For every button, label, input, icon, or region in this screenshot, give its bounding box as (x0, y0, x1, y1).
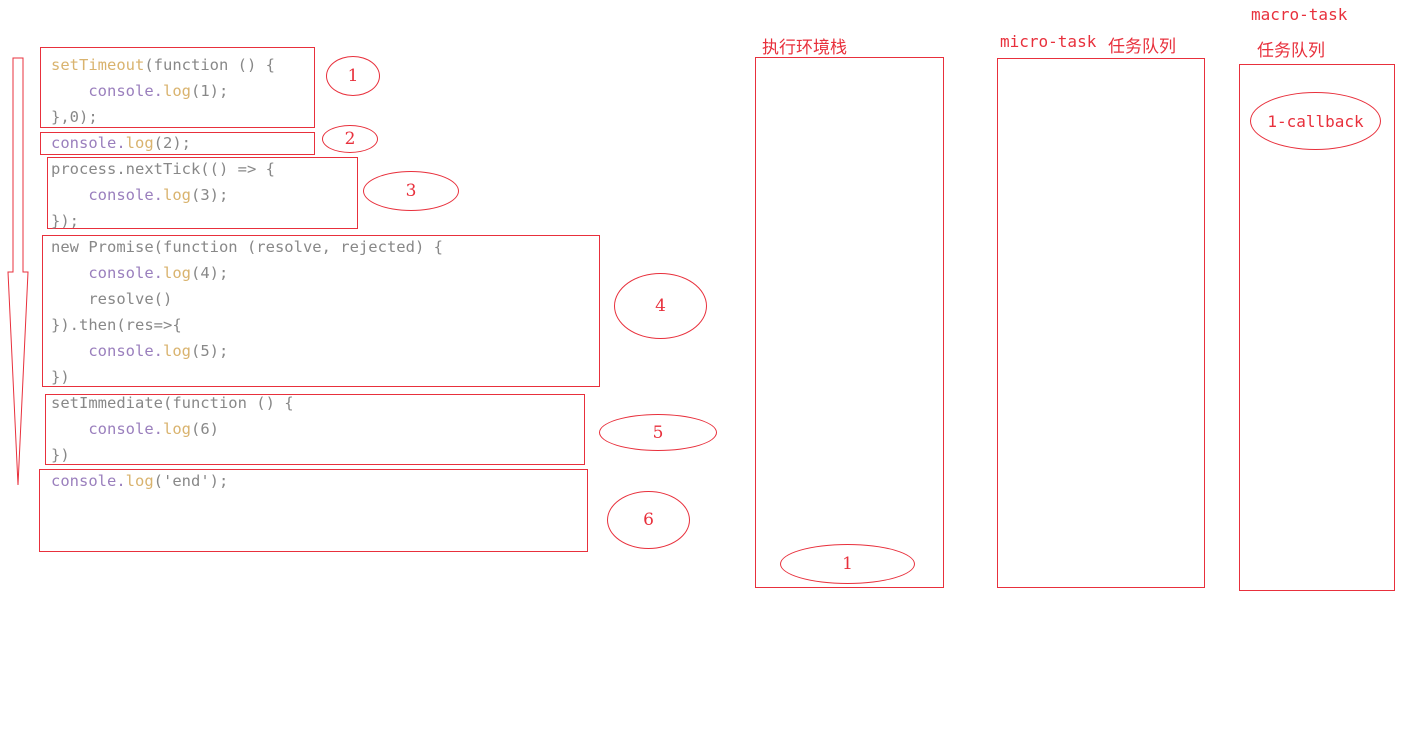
step-marker-1: 1 (326, 56, 380, 96)
step-marker-6: 6 (607, 491, 690, 549)
step-marker-4: 4 (614, 273, 707, 339)
micro-queue-title-latin: micro-task (1000, 32, 1097, 51)
code-box-promise (42, 235, 600, 387)
code-line: setImmediate(function () { (51, 390, 294, 416)
code-line: console.log('end'); (51, 468, 228, 494)
code-keyword: log (162, 264, 191, 282)
call-stack-title: 执行环境栈 (762, 38, 847, 58)
code-text: (6) (190, 420, 219, 438)
code-line: console.log(5); (51, 338, 443, 364)
code-box-setimmediate (45, 394, 585, 465)
code-object: console. (51, 134, 126, 152)
code-object: console. (88, 420, 163, 438)
code-line: console.log(6) (51, 416, 294, 442)
code-box-settimeout (40, 47, 315, 128)
code-line: resolve() (51, 286, 443, 312)
code-text: new Promise(function (resolve, rejected)… (51, 238, 443, 256)
macro-queue-item: 1-callback (1250, 92, 1381, 150)
code-box-nexttick (47, 157, 358, 229)
code-keyword: log (125, 472, 154, 490)
code-line: },0); (51, 104, 275, 130)
code-text: setImmediate(function () { (51, 394, 294, 412)
code-end: console.log('end'); (51, 468, 228, 494)
code-text: ('end'); (153, 472, 229, 490)
code-text: }) (51, 446, 70, 464)
macro-queue-title-cjk: 任务队列 (1257, 41, 1325, 61)
micro-queue-column (997, 58, 1205, 588)
code-line: new Promise(function (resolve, rejected)… (51, 234, 443, 260)
code-text: (1); (190, 82, 229, 100)
code-text: }); (51, 212, 79, 230)
code-nexttick: process.nextTick(() => { console.log(3);… (51, 156, 275, 234)
code-keyword: log (162, 342, 191, 360)
code-text: (2); (153, 134, 191, 152)
code-text: process.nextTick(() => { (51, 160, 275, 178)
code-object: console. (88, 264, 163, 282)
code-text: }) (51, 368, 70, 386)
code-text: (3); (190, 186, 229, 204)
code-log2: console.log(2); (51, 130, 191, 156)
step-marker-5: 5 (599, 414, 717, 451)
code-keyword: log (125, 134, 154, 152)
code-line: console.log(3); (51, 182, 275, 208)
code-line: process.nextTick(() => { (51, 156, 275, 182)
code-line: setTimeout(function () { (51, 52, 275, 78)
code-text: }).then(res=>{ (51, 316, 182, 334)
code-object: console. (51, 472, 126, 490)
code-object: console. (88, 82, 163, 100)
code-promise: new Promise(function (resolve, rejected)… (51, 234, 443, 390)
execution-flow-arrow (7, 57, 29, 486)
code-object: console. (88, 186, 163, 204)
step-marker-3: 3 (363, 171, 459, 211)
call-stack-column (755, 57, 944, 588)
code-text (51, 82, 88, 100)
code-object: console. (88, 342, 163, 360)
code-text: resolve() (51, 290, 173, 308)
code-text (51, 420, 88, 438)
code-keyword: log (162, 82, 191, 100)
code-text: (5); (190, 342, 229, 360)
code-line: }).then(res=>{ (51, 312, 443, 338)
code-line: console.log(2); (51, 130, 191, 156)
step-marker-2: 2 (322, 125, 378, 153)
code-box-log2 (40, 132, 315, 155)
code-keyword: log (162, 420, 191, 438)
macro-queue-column (1239, 64, 1395, 591)
code-keyword: setTimeout (51, 56, 145, 74)
code-text (51, 186, 88, 204)
code-line: }); (51, 208, 275, 234)
code-text (51, 264, 88, 282)
code-text: },0); (51, 108, 98, 126)
code-line: console.log(4); (51, 260, 443, 286)
code-line: }) (51, 442, 294, 468)
micro-queue-title-cjk: 任务队列 (1108, 37, 1176, 57)
call-stack-item: 1 (780, 544, 915, 584)
code-keyword: log (162, 186, 191, 204)
code-text: (4); (190, 264, 229, 282)
code-line: console.log(1); (51, 78, 275, 104)
code-settimeout: setTimeout(function () { console.log(1);… (51, 52, 275, 130)
code-text (51, 342, 88, 360)
code-text: (function () { (144, 56, 275, 74)
code-box-end (39, 469, 588, 552)
macro-queue-title-latin: macro-task (1251, 5, 1348, 24)
code-setimmediate: setImmediate(function () { console.log(6… (51, 390, 294, 468)
code-line: }) (51, 364, 443, 390)
